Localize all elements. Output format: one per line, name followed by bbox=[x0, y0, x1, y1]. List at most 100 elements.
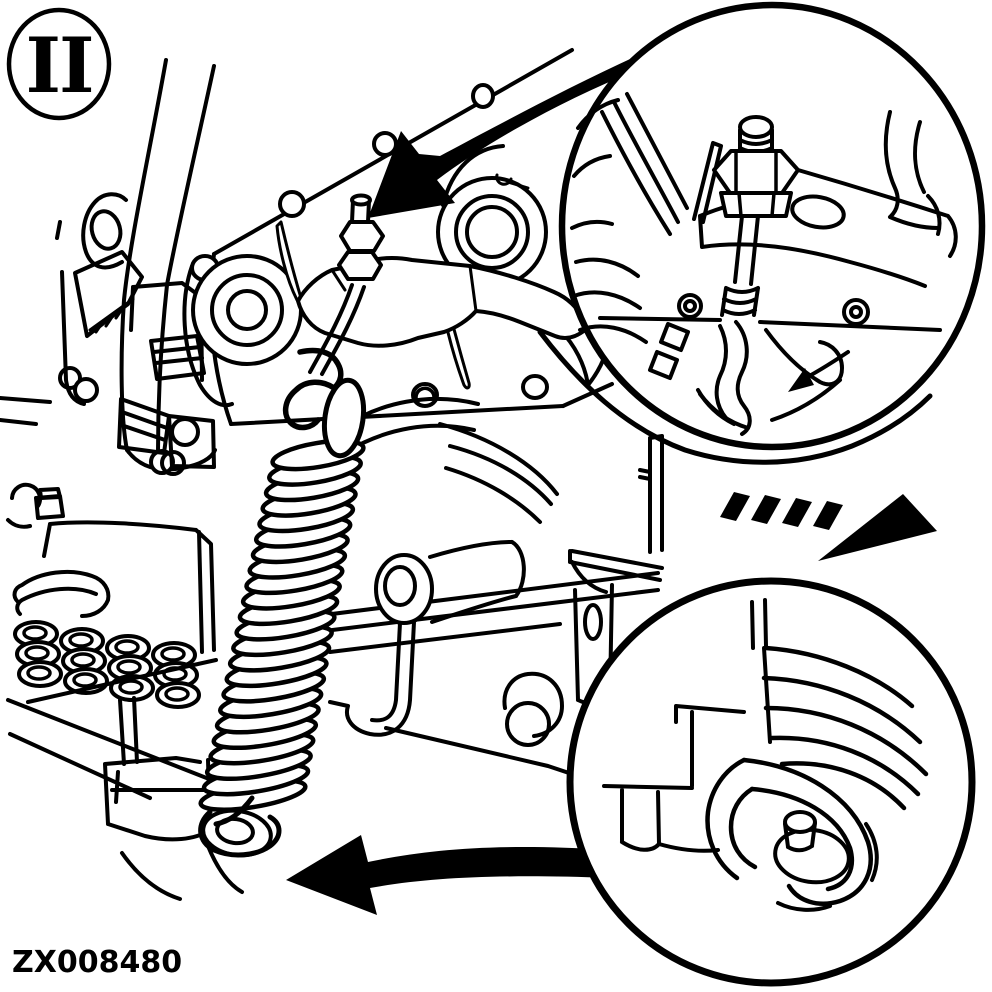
small-square-bolt bbox=[648, 350, 679, 380]
hex-nut-facets bbox=[734, 150, 778, 195]
rod-end-hook bbox=[297, 347, 344, 391]
boss-housing-arc bbox=[182, 264, 234, 408]
support-diagonal bbox=[384, 726, 577, 777]
hose bbox=[328, 620, 416, 737]
pivot-boss-ring bbox=[454, 194, 530, 270]
left-frame-lines bbox=[0, 220, 86, 426]
coil-left-edge bbox=[762, 646, 772, 744]
pin-top bbox=[783, 810, 817, 834]
rail bbox=[298, 571, 660, 654]
adjuster-rod bbox=[308, 283, 366, 376]
spring-hook-curl bbox=[282, 379, 337, 431]
tray-strap bbox=[12, 569, 111, 618]
small-ring bbox=[677, 293, 703, 319]
plate-bottom-edge bbox=[229, 404, 565, 426]
tray-front bbox=[26, 658, 218, 704]
bottom-curves bbox=[696, 378, 842, 426]
bracket-oval-hole bbox=[790, 194, 846, 230]
striped-direction-arrow bbox=[720, 492, 937, 561]
adjuster-nut-upper bbox=[339, 220, 385, 253]
small-arrow-in-adjuster-callout bbox=[788, 350, 850, 392]
housing-arcs bbox=[340, 396, 559, 524]
rod-threads bbox=[720, 286, 760, 317]
cylinder-cap-center bbox=[383, 565, 417, 607]
clamp-block-edge bbox=[88, 297, 135, 334]
bolt-head bbox=[372, 131, 398, 157]
pivot-boss-center bbox=[226, 289, 268, 331]
pivot-boss-center bbox=[465, 205, 519, 259]
plate-hole bbox=[170, 417, 200, 447]
panel-line bbox=[598, 316, 942, 332]
ground-lines bbox=[6, 698, 234, 804]
bg-arcs-lower bbox=[572, 257, 648, 344]
coil-band bbox=[763, 705, 929, 777]
spring-top-loop bbox=[321, 377, 367, 459]
hook-inner bbox=[749, 786, 855, 892]
bracket-arm-detail bbox=[330, 264, 478, 313]
tray-top bbox=[42, 520, 216, 654]
hook-outer bbox=[741, 757, 873, 906]
under-bracket-curves bbox=[120, 844, 244, 901]
coil-band bbox=[763, 645, 915, 709]
small-arrow-head bbox=[788, 368, 814, 392]
holes-plate bbox=[167, 414, 216, 469]
bg-branch bbox=[883, 110, 942, 236]
coil-band bbox=[761, 675, 923, 745]
bracket-hole bbox=[89, 209, 123, 251]
coil-band bbox=[779, 761, 907, 811]
arm-top-bracket bbox=[81, 192, 128, 270]
pin-sides bbox=[783, 821, 817, 853]
small-ring bbox=[842, 298, 870, 326]
curved-arrow-to-adjuster-nut bbox=[368, 42, 668, 218]
step-marker-label: II bbox=[25, 21, 92, 110]
pivot-boss-ring bbox=[210, 273, 284, 347]
figure-code: ZX008480 bbox=[12, 945, 182, 980]
bolt-head bbox=[521, 374, 549, 400]
jam-nut-facets bbox=[737, 191, 776, 218]
lower-hook-wrap bbox=[198, 809, 282, 858]
small-ring-center bbox=[683, 299, 697, 313]
callout-adjuster-nut bbox=[558, 1, 986, 451]
bracket-lines bbox=[602, 704, 746, 853]
hole-boss bbox=[502, 671, 564, 738]
small-bolt bbox=[73, 377, 99, 403]
stud-dome bbox=[738, 115, 774, 139]
hook-left-outer bbox=[705, 757, 747, 881]
striped-block bbox=[117, 397, 171, 455]
hook-finger bbox=[734, 320, 752, 436]
rod-lines bbox=[750, 598, 768, 650]
boss-hole bbox=[505, 701, 551, 747]
spring-bottom-tail bbox=[213, 795, 255, 827]
plate-right-edge bbox=[561, 382, 614, 408]
adjuster-nut-lower bbox=[337, 250, 383, 281]
step-marker-badge: II bbox=[6, 7, 112, 121]
bolt-head bbox=[471, 83, 495, 109]
stud-threads bbox=[738, 128, 774, 154]
hook-left-inner bbox=[728, 786, 758, 870]
clamp-block bbox=[73, 250, 144, 338]
bracket-left-plate bbox=[692, 141, 723, 224]
main-illustration bbox=[0, 48, 933, 901]
bg-lines bbox=[600, 92, 689, 236]
boss-detail bbox=[495, 173, 530, 190]
jam-nut bbox=[719, 191, 793, 218]
small-ring-center bbox=[849, 305, 863, 319]
bg-arcs bbox=[570, 98, 620, 230]
plate-hole bbox=[160, 450, 186, 476]
tension-spring bbox=[198, 438, 366, 812]
slot-hole bbox=[583, 603, 603, 641]
hook-finger bbox=[714, 324, 728, 420]
knob bbox=[6, 482, 42, 529]
small-curl bbox=[414, 386, 436, 405]
right-bracket-bar bbox=[568, 549, 664, 594]
square-bolt bbox=[34, 487, 65, 520]
lower-bracket-post bbox=[118, 696, 139, 766]
cylinder-body bbox=[428, 540, 526, 624]
spring-eyelet-inner bbox=[215, 816, 255, 846]
small-square-bolt bbox=[659, 322, 690, 352]
rings-grid bbox=[13, 620, 201, 709]
pedal-arm bbox=[119, 58, 168, 452]
hex-nut-large bbox=[712, 149, 800, 195]
